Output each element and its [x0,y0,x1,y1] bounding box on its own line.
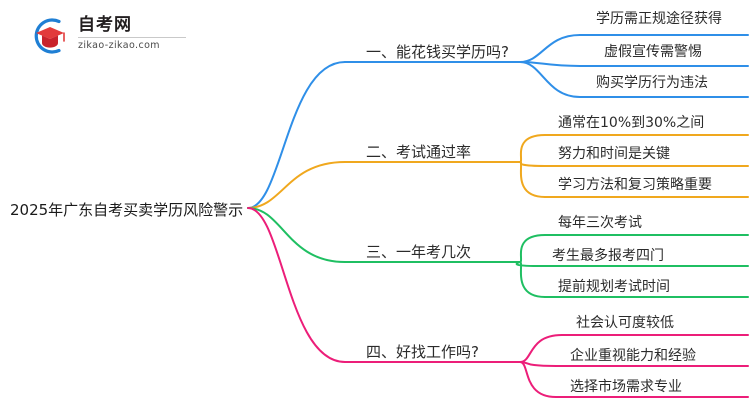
logo-text: 自考网 zikao-zikao.com [78,15,190,51]
connector-path [519,234,546,263]
connector-path [519,334,563,363]
connector-path [519,134,546,163]
leaf-label-3-1[interactable]: 每年三次考试 [558,215,642,231]
connector-path [519,161,546,198]
connector-path [247,207,346,263]
mindmap-root-label: 2025年广东自考买卖学历风险警示 [10,201,244,219]
connector-path [519,34,581,63]
logo-title: 自考网 [78,15,132,35]
branch-label-4[interactable]: 四、好找工作吗? [366,343,479,361]
branch-label-2[interactable]: 二、考试通过率 [366,143,472,161]
site-logo: 自考网 zikao-zikao.com [28,12,188,58]
leaf-label-2-3[interactable]: 学习方法和复习策略重要 [558,177,712,193]
leaf-label-1-1[interactable]: 学历需正规途径获得 [596,11,722,27]
leaf-label-2-2[interactable]: 努力和时间是关键 [558,146,670,162]
logo-domain: zikao-zikao.com [78,40,160,51]
leaf-label-4-1[interactable]: 社会认可度较低 [576,315,674,331]
connector-path [247,161,346,209]
leaf-label-1-3[interactable]: 购买学历行为违法 [596,75,708,91]
leaf-label-4-3[interactable]: 选择市场需求专业 [570,379,682,395]
leaf-label-1-2[interactable]: 虚假宣传需警惕 [604,44,702,60]
leaf-label-3-3[interactable]: 提前规划考试时间 [558,279,670,295]
branch-label-3[interactable]: 三、一年考几次 [366,243,472,261]
leaf-label-2-1[interactable]: 通常在10%到30%之间 [558,115,705,131]
connector-path [247,207,346,363]
leaf-label-3-2[interactable]: 考生最多报考四门 [552,248,664,264]
logo-divider [78,37,186,38]
branch-label-1[interactable]: 一、能花钱买学历吗? [366,43,509,61]
connector-path [519,361,557,398]
connector-path [519,161,546,167]
leaf-label-4-2[interactable]: 企业重视能力和经验 [570,348,696,364]
logo-mark-icon [28,14,72,58]
connector-path [519,261,546,298]
connector-path [519,61,581,98]
connector-path [519,361,557,367]
connector-path [247,61,346,209]
